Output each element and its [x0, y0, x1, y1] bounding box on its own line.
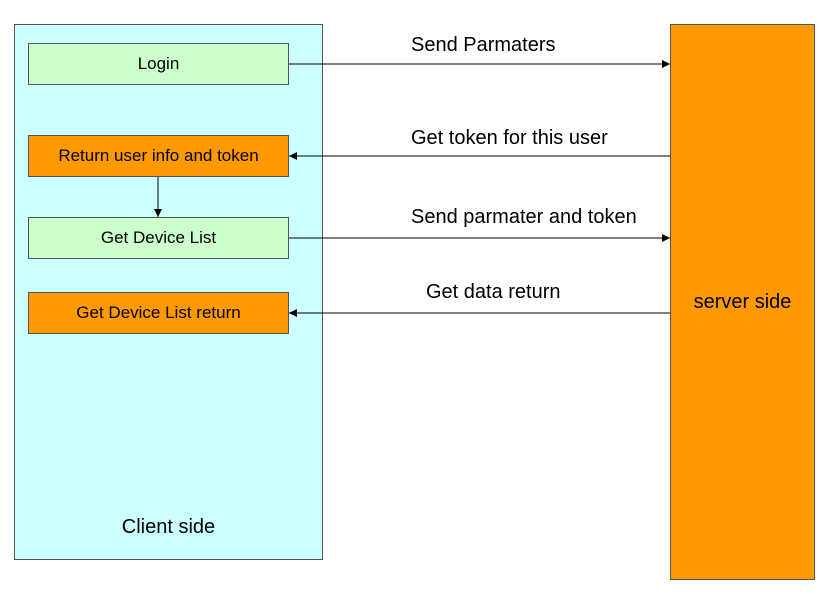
server-side-label: server side — [693, 291, 792, 313]
get-data-label: Get data return — [426, 281, 561, 303]
get-device-list-return-box: Get Device List return — [28, 292, 289, 334]
get-token-label: Get token for this user — [411, 127, 608, 149]
get-device-list-box: Get Device List — [28, 217, 289, 259]
client-side-label: Client side — [121, 516, 216, 538]
send-params-label: Send Parmaters — [411, 34, 556, 56]
send-param-token-label: Send parmater and token — [411, 206, 637, 228]
login-box: Login — [28, 43, 289, 85]
return-user-info-box: Return user info and token — [28, 135, 289, 177]
server-side-panel: server side — [670, 24, 815, 580]
